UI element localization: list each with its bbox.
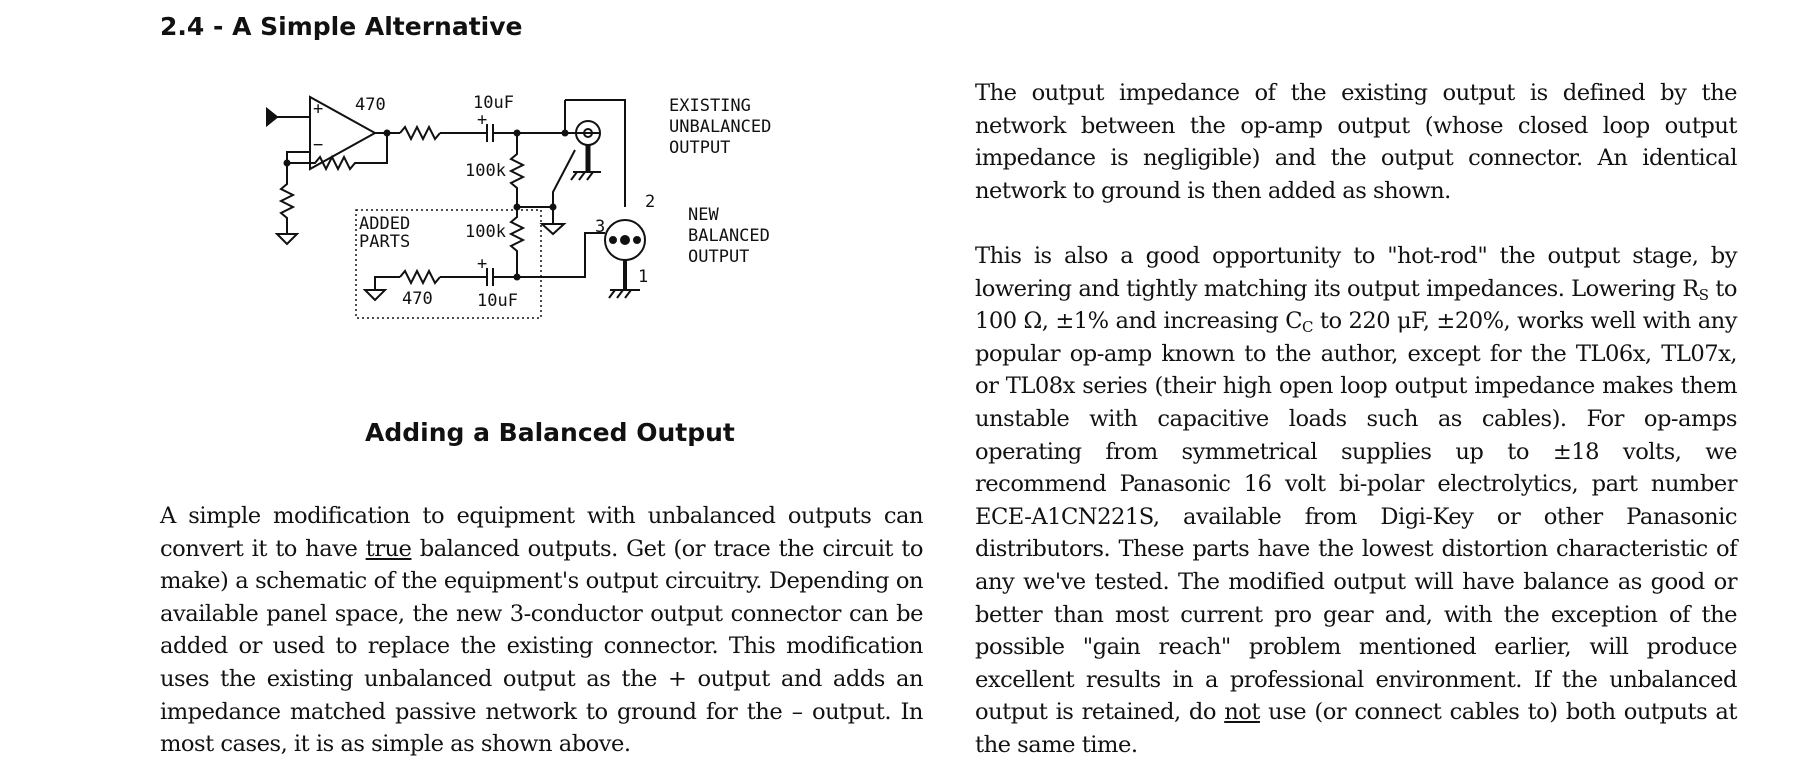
label-c1: 10uF: [473, 93, 514, 113]
label-existing-1: EXISTING: [669, 96, 751, 116]
right-paragraph-1: The output impedance of the existing out…: [975, 80, 1738, 204]
label-c2-plus: +: [477, 254, 487, 274]
label-pin2: 2: [645, 192, 655, 212]
label-100k-top: 100k: [465, 161, 506, 181]
label-c1-plus: +: [477, 110, 487, 130]
section-heading: 2.4 - A Simple Alternative: [160, 12, 523, 41]
ground-mid: [539, 223, 567, 236]
ground-left: [274, 233, 300, 246]
label-r1: 470: [355, 95, 386, 115]
left-paragraph: A simple modification to equipment with …: [160, 500, 924, 761]
r100k-bottom-resistor: [508, 207, 526, 277]
r100k-top-resistor: [508, 133, 526, 198]
label-opamp-plus: +: [313, 99, 323, 119]
label-new-1: NEW: [688, 205, 719, 225]
right-paragraph-2-part4: use (or connect cables to) both outputs …: [975, 699, 1737, 758]
label-existing-3: OUTPUT: [669, 138, 730, 158]
label-new-2: BALANCED: [688, 226, 770, 246]
right-paragraph-2: This is also a good opportunity to "hot-…: [975, 240, 1738, 762]
input-arrow: [266, 106, 279, 128]
label-100k-bottom: 100k: [465, 222, 506, 242]
label-new-3: OUTPUT: [688, 247, 749, 267]
existing-output-top-wire: [565, 99, 626, 207]
right-paragraph-2-part2: to 100 Ω, ±1% and increasing C: [975, 275, 1737, 335]
balanced-output-schematic: 470 10uF + − + 100k 100k ADDED PARTS + 4…: [255, 92, 875, 382]
label-r2: 470: [402, 289, 433, 309]
r1-resistor: [399, 124, 441, 142]
label-added-1: ADDED: [359, 214, 410, 234]
xlr-pin3: [609, 236, 617, 244]
right-paragraph-2-part3: to 220 μF, ±20%, works well with any pop…: [975, 308, 1738, 726]
mid-wire: [516, 198, 554, 224]
existing-link-wire: [552, 149, 576, 207]
opamp-symbol: [309, 95, 378, 171]
left-paragraph-part1: A simple modification to equipment with …: [160, 503, 924, 562]
xlr-pin-center: [620, 235, 630, 245]
added-parts-box: [355, 209, 542, 319]
xlr-pin2: [633, 236, 641, 244]
label-added-2: PARTS: [359, 232, 410, 252]
label-pin3: 3: [595, 217, 605, 237]
rs-subscript: S: [1698, 285, 1709, 304]
cc-subscript: C: [1301, 318, 1313, 337]
left-paragraph-part2: balanced outputs. Get (or trace the circ…: [160, 535, 924, 758]
feedback-wire-a: [286, 151, 310, 163]
existing-jack-inner: [583, 128, 593, 138]
label-c2: 10uF: [477, 291, 518, 311]
label-pin1: 1: [638, 267, 648, 287]
label-opamp-minus: −: [313, 135, 323, 155]
c2-to-pin3-wire: [493, 232, 605, 278]
figure-caption: Adding a Balanced Output: [365, 418, 735, 447]
ground-resistor: [278, 163, 296, 234]
r2-resistor: [399, 268, 441, 286]
label-existing-2: UNBALANCED: [669, 117, 771, 137]
ground-r2: [362, 289, 388, 302]
right-paragraph-2-part1: This is also a good opportunity to "hot-…: [975, 243, 1738, 302]
ground-existing: [570, 171, 601, 181]
right-paragraph-2-underlined: not: [1224, 699, 1260, 726]
left-paragraph-underlined: true: [365, 535, 412, 562]
r2-ground-wire: [374, 276, 400, 290]
ground-xlr: [608, 289, 640, 299]
schematic-diagram: 470 10uF + − + 100k 100k ADDED PARTS + 4…: [266, 93, 771, 319]
feedback-resistor: [287, 133, 388, 172]
